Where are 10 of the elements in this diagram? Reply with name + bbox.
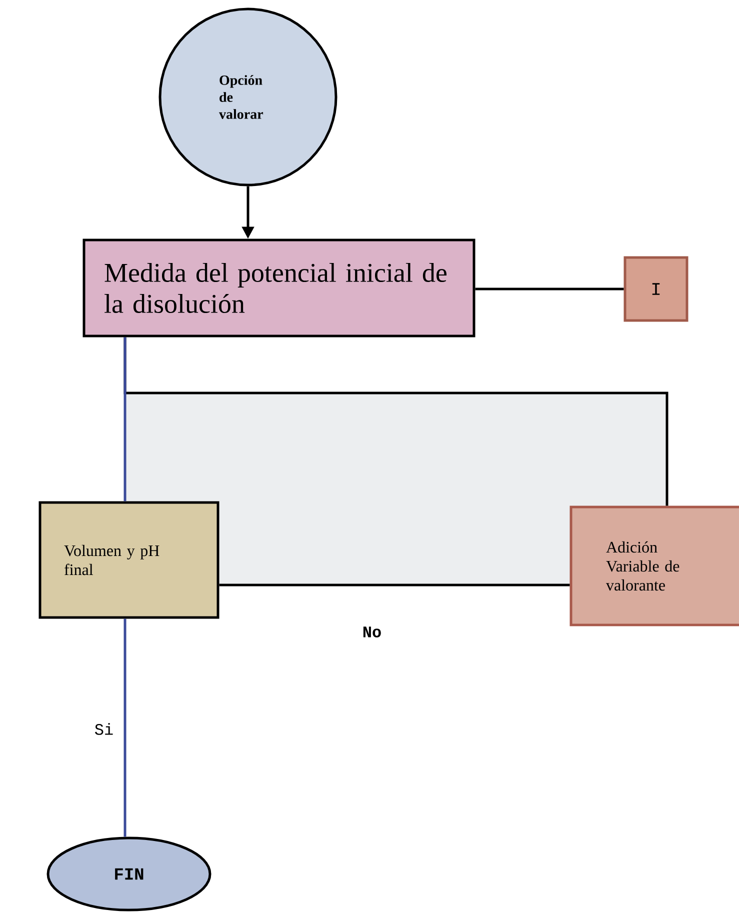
connector — [124, 618, 126, 837]
connector — [219, 584, 570, 586]
process-box: I — [624, 256, 688, 322]
edge-label: Si — [93, 722, 115, 736]
process-box: Adición Variable de valorante — [570, 506, 739, 626]
edge-label: No — [361, 626, 383, 638]
connector — [124, 337, 126, 502]
process-box: Volumen y pH final — [38, 501, 220, 619]
process-box: Medida del potencial inicial de la disolución — [82, 238, 476, 338]
connector — [475, 288, 624, 290]
